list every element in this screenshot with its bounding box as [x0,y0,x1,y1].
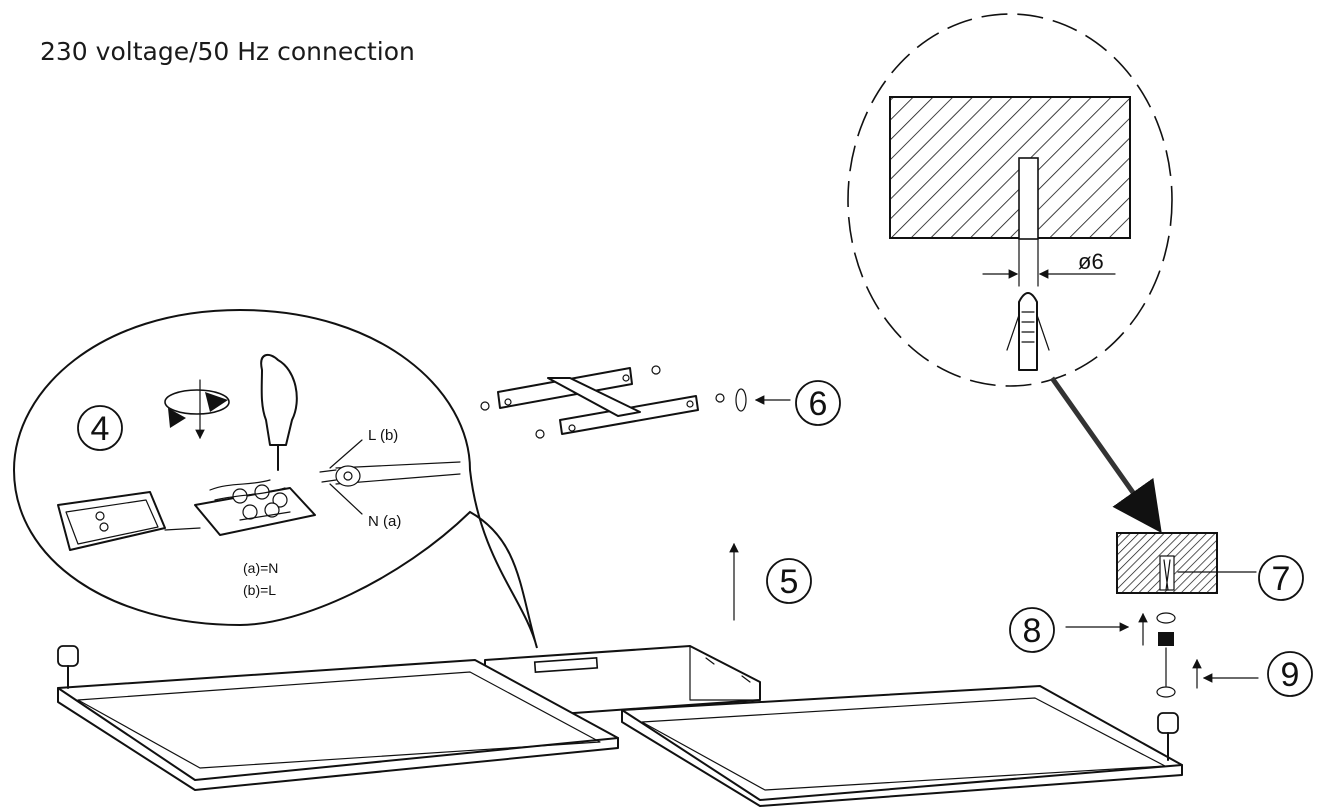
step-6-circle [795,380,841,426]
legend-neutral: (a)=N [243,560,278,576]
live-label: L (b) [368,427,398,444]
drilled-hole [1018,157,1039,240]
detail-dashed-circle [847,13,1173,387]
step-7-circle [1258,555,1304,601]
ceiling-section [889,96,1131,239]
step-6-number: 6 [809,385,828,423]
step-9-number: 9 [1281,656,1300,694]
screwdriver-icon [260,353,298,471]
wiring-bubble: 4 [12,308,538,649]
luminaire [57,645,1183,807]
terminal-block-icon [194,479,316,536]
hole-dimension: ø6 [982,239,1116,287]
page-title: 230 voltage/50 Hz connection [40,37,415,66]
step-5-number: 5 [780,563,799,601]
step-8-circle [1009,607,1055,653]
neutral-label: N (a) [368,513,401,530]
step-4-circle [77,405,123,451]
mains-cable-icon [319,461,461,487]
step-8-number: 8 [1023,612,1042,650]
step-7-number: 7 [1272,560,1291,598]
wall-plug-icon [1006,292,1050,371]
wiring-bubble-outline [12,308,538,649]
left-panel [57,645,619,791]
right-panel [621,685,1183,807]
lift-arrow: 5 [729,542,812,621]
rotate-icon [164,379,230,440]
detail-pointer-arrow [1049,376,1162,534]
mounting-bracket: 6 [480,365,841,439]
junction-box-icon [57,491,201,551]
step-5-circle [766,558,812,604]
step-4-number: 4 [91,410,110,448]
legend-live: (b)=L [243,582,276,598]
diameter-label: ø6 [1078,249,1104,274]
step-9-circle [1267,651,1313,697]
ceiling-fixing: 7 8 9 [1009,532,1313,698]
drill-detail-magnifier: ø6 [847,13,1173,534]
